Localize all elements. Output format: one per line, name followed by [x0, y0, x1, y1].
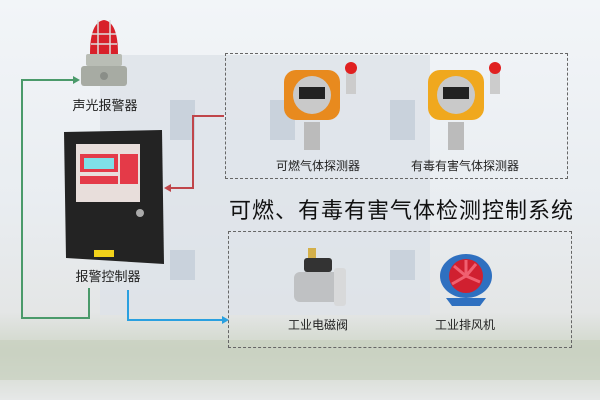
- controller-label: 报警控制器: [75, 270, 141, 285]
- background-shrubs: [0, 340, 600, 380]
- beacon-label: 声光报警器: [72, 99, 138, 114]
- detectors-group: [225, 53, 568, 179]
- red-connector: [170, 115, 224, 189]
- red-arrowhead: [164, 184, 171, 192]
- system-title: 可燃、有毒有害气体检测控制系统: [229, 199, 575, 224]
- actuators-group: [228, 231, 572, 348]
- combustible-gas-detector-icon: [284, 62, 357, 150]
- blue-arrowhead: [222, 316, 229, 324]
- alarm-controller-icon: [64, 130, 164, 264]
- toxic-gas-detector-icon: [428, 62, 501, 150]
- combustible-detector-label: 可燃气体探测器: [275, 159, 361, 173]
- valve-label: 工业电磁阀: [287, 318, 349, 332]
- green-arrowhead: [73, 76, 80, 84]
- solenoid-valve-icon: [294, 248, 346, 306]
- exhaust-fan-icon: [440, 254, 492, 306]
- fan-label: 工业排风机: [434, 318, 496, 332]
- toxic-detector-label: 有毒有害气体探测器: [410, 159, 520, 173]
- blue-connector: [127, 290, 222, 321]
- sound-light-alarm-icon: [81, 20, 127, 86]
- green-connector: [21, 79, 90, 319]
